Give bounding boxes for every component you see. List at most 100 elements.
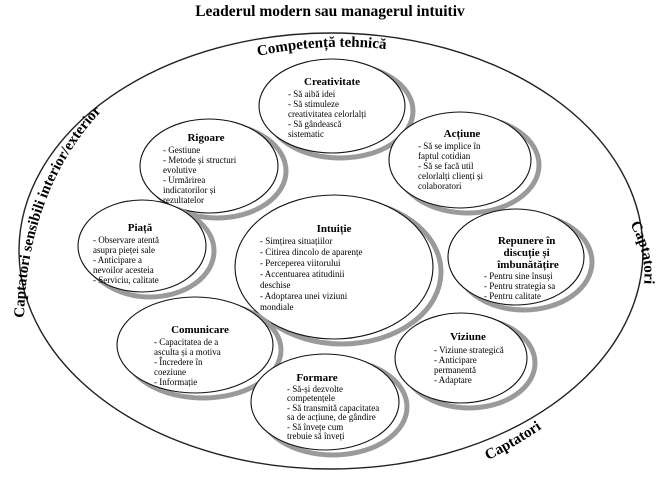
item-line: - Observare atentă (93, 235, 159, 245)
item-line: indicatorilor și (163, 185, 216, 195)
bubble-items: - Să se implice în faptul cotidian - Să … (418, 141, 485, 191)
bubble-items: - Pentru sine însuși - Pentru strategia … (484, 271, 557, 301)
ring-label-bottom: Captatori (483, 419, 545, 464)
bubble-outline (116, 296, 274, 394)
bubble-repunere: Repunere în discuție și îmbunătățire - P… (447, 208, 595, 313)
item-line: - Încredere în (154, 357, 203, 367)
item-line: faptul cotidian (418, 151, 471, 161)
item-line: - Pentru sine însuși (484, 271, 553, 281)
bubble-viziune: Viziune - Viziune strategică - Anticipar… (394, 312, 538, 411)
item-line: - Simțirea situațiilor (260, 236, 333, 246)
bubble-formare: Formare - Să-și dezvolte competențele - … (250, 353, 410, 458)
bubble-items: - Capacitatea de a asculta și a motiva -… (154, 337, 223, 387)
bubble-title: Formare (296, 372, 337, 384)
item-line: - Să gândească (288, 119, 341, 129)
item-line: - Să se facă util (418, 161, 474, 171)
bubble-items: - Gestiune - Metode și structuri evoluti… (163, 145, 239, 205)
bubble-items: - Viziune strategică - Anticipare perman… (434, 345, 506, 385)
ring-label-left: Captatori sensibili interior/exterior (12, 103, 105, 318)
bubble-rigoare: Rigoare - Gestiune - Metode și structuri… (139, 118, 289, 221)
outer-ring (18, 32, 644, 470)
bubble-items: - Observare atentă asupra pieței sale - … (93, 235, 161, 285)
title-line: Acțiune (444, 128, 481, 140)
item-line: - Anticipare (434, 355, 477, 365)
item-line: - Viziune strategică (434, 345, 504, 355)
item-line: - Să transmită capacitatea (287, 403, 379, 413)
bubble-title: Intuiție (317, 223, 352, 235)
bubble-outline (250, 353, 400, 451)
title-line: Formare (296, 372, 337, 384)
ring-label-top: Competență tehnică (256, 35, 388, 60)
item-line: nevoilor acesteia (93, 265, 154, 275)
title-line: Rigoare (187, 132, 224, 144)
item-line: - Adaptare (434, 375, 472, 385)
item-line: sistematic (288, 129, 324, 139)
item-line: competențele (287, 393, 335, 403)
item-line: trebuie să înveți (287, 431, 345, 441)
bubble-items: - Să aibă idei - Să stimuleze creativita… (288, 89, 368, 139)
item-line: - Perceperea viitorului (260, 258, 341, 268)
title-line: Viziune (450, 331, 486, 343)
item-line: - Gestiune (163, 145, 200, 155)
bubble-outline (388, 111, 532, 209)
item-line: - Urmărirea (163, 175, 205, 185)
item-line: creativitatea celorlalți (288, 109, 367, 119)
bubble-title: Comunicare (171, 324, 229, 336)
item-line: - Pentru strategia sa (484, 281, 555, 291)
bubble-items: - Să-și dezvolte competențele - Să trans… (287, 384, 381, 441)
bubble-outline (447, 208, 585, 306)
item-line: - Accentuarea atitudinii (260, 269, 345, 279)
bubble-outline (258, 58, 406, 154)
title-line: îmbunătățire (496, 259, 559, 271)
bubble-outline (77, 199, 207, 293)
item-line: evolutive (163, 165, 197, 175)
bubble-outline (394, 312, 528, 404)
bubble-title: Viziune (450, 331, 486, 343)
item-line: rezultatelor (163, 195, 204, 205)
item-line: deschise (260, 280, 291, 290)
title-line: Intuiție (317, 223, 352, 235)
bubble-title: Creativitate (304, 76, 360, 88)
bubble-outline (234, 194, 434, 340)
item-line: - Să-și dezvolte (287, 384, 343, 394)
item-line: - Adoptarea unei viziuni (260, 291, 348, 301)
item-line: sa de acțiune, de gândire (287, 412, 376, 422)
title-line: Comunicare (171, 324, 229, 336)
item-line: - Să se implice în (418, 141, 481, 151)
bubble-title: Piață (128, 222, 153, 234)
item-line: - Serviciu, calitate (93, 275, 159, 285)
bubble-actiune: Acțiune - Să se implice în faptul cotidi… (388, 111, 542, 216)
item-line: mondiale (260, 302, 294, 312)
title-line: Piață (128, 222, 153, 234)
bubble-items: - Simțirea situațiilor - Citirea dincolo… (260, 236, 365, 312)
item-line: - Capacitatea de a (154, 337, 218, 347)
item-line: - Să învețe cum (287, 422, 343, 432)
item-line: permanentă (434, 365, 476, 375)
item-line: asupra pieței sale (93, 245, 155, 255)
item-line: colaboratori (418, 181, 462, 191)
bubble-title: Repunere în discuție și îmbunătățire (496, 235, 559, 271)
item-line: - Informație (154, 377, 197, 387)
item-line: - Metode și structuri (163, 155, 237, 165)
bubble-intuitie: Intuiție - Simțirea situațiilor - Citire… (234, 194, 444, 347)
bubble-comunicare: Comunicare - Capacitatea de a asculta și… (116, 296, 284, 401)
title-line: discuție și (504, 247, 550, 259)
title-line: Repunere în (498, 235, 556, 247)
bubble-piata: Piață - Observare atentă asupra pieței s… (77, 199, 217, 300)
bubble-outline (139, 118, 279, 214)
item-line: - Pentru calitate (484, 291, 541, 301)
diagram-title: Leaderul modern sau managerul intuitiv (195, 3, 465, 20)
ring-label-right: Captatori (627, 219, 657, 285)
item-line: - Să stimuleze (288, 99, 339, 109)
bubble-creativitate: Creativitate - Să aibă idei - Să stimule… (258, 58, 416, 161)
item-line: celorlalți clienți și (418, 171, 483, 181)
bubble-title: Rigoare (187, 132, 224, 144)
title-line: Creativitate (304, 76, 360, 88)
item-line: - Citirea dincolo de aparențe (260, 247, 362, 257)
item-line: coeziune (154, 367, 186, 377)
item-line: asculta și a motiva (154, 347, 221, 357)
item-line: - Să aibă idei (288, 89, 336, 99)
item-line: - Anticipare a (93, 255, 142, 265)
bubble-title: Acțiune (444, 128, 481, 140)
